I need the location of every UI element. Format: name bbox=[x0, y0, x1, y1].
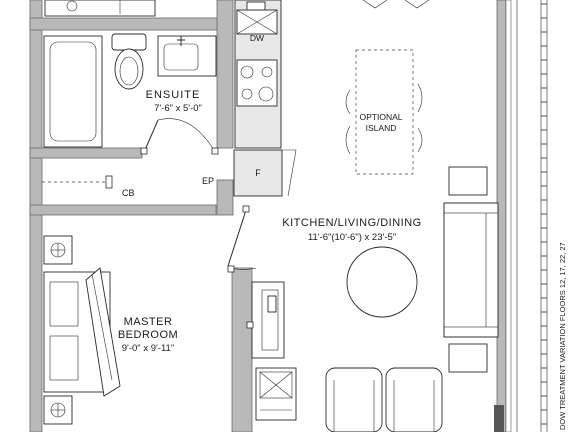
bedroom-door[interactable] bbox=[227, 205, 257, 329]
optional-island bbox=[345, 49, 423, 175]
ep-label: EP bbox=[202, 176, 214, 186]
sofa bbox=[443, 202, 499, 338]
side-table-top bbox=[448, 166, 488, 196]
closet bbox=[42, 175, 113, 189]
nightstand-top bbox=[43, 235, 73, 265]
kitchen-title: KITCHEN/LIVING/DINING bbox=[282, 217, 421, 229]
bed bbox=[43, 267, 121, 397]
ensuite-door[interactable] bbox=[140, 118, 219, 155]
armchair-left bbox=[325, 367, 383, 432]
sink-vanity bbox=[157, 35, 217, 77]
window-frame bbox=[516, 0, 548, 432]
ensuite-size: 7'-6" x 5'-0" bbox=[154, 103, 202, 114]
dw-label: DW bbox=[250, 33, 264, 43]
stools-top bbox=[362, 0, 430, 9]
cooktop bbox=[236, 59, 278, 107]
ensuite-title: ENSUITE bbox=[146, 89, 201, 101]
media-unit bbox=[251, 281, 285, 359]
nightstand-bottom bbox=[43, 395, 73, 425]
island-label-2: ISLAND bbox=[366, 123, 397, 133]
toilet bbox=[111, 33, 147, 90]
window-treatment-note: DOW TREATMENT VARIATION FLOORS 12, 17, 2… bbox=[558, 242, 567, 430]
fridge-label: F bbox=[255, 168, 261, 178]
bedroom-title-1: MASTER bbox=[124, 316, 173, 328]
radiator bbox=[494, 405, 504, 432]
bedroom-title-2: BEDROOM bbox=[118, 329, 178, 341]
island-label-1: OPTIONAL bbox=[360, 112, 403, 122]
dining-table bbox=[346, 246, 418, 318]
vanity-top bbox=[44, 0, 156, 17]
bathtub bbox=[43, 35, 103, 148]
side-table-bottom bbox=[448, 343, 488, 373]
washer-dryer bbox=[255, 367, 297, 421]
cb-label: CB bbox=[122, 188, 135, 198]
kitchen-size: 11'-6"(10'-6") x 23'-5" bbox=[308, 232, 396, 243]
fridge bbox=[233, 149, 297, 197]
armchair-right bbox=[385, 367, 443, 432]
bedroom-size: 9'-0" x 9'-11" bbox=[122, 343, 174, 354]
